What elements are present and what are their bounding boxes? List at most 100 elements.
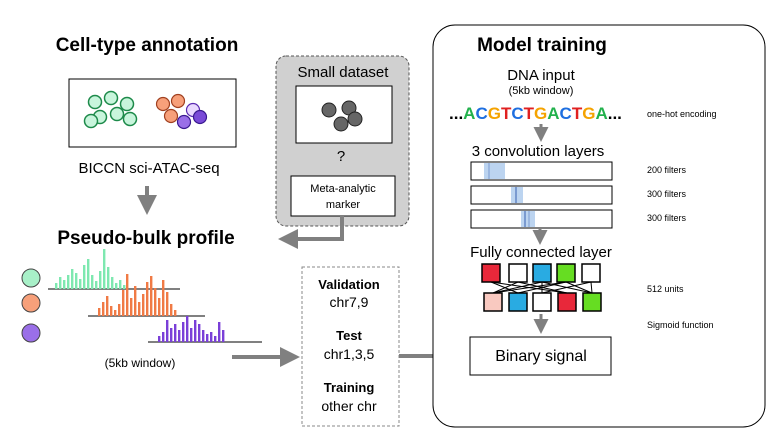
signal-bar: [114, 310, 117, 316]
signal-bar: [110, 306, 113, 316]
fc-unit-bottom: [582, 292, 602, 312]
signal-bar: [182, 322, 185, 342]
signal-bar: [154, 288, 157, 316]
fc-connection: [492, 281, 519, 294]
fc-units: [481, 263, 602, 312]
signal-bar: [194, 320, 197, 342]
fc-connections: [490, 281, 593, 294]
fc-connection: [492, 281, 543, 294]
celltype-3-dot: [21, 323, 41, 343]
fc-unit-top: [481, 263, 501, 283]
cell-clusters: [83, 90, 208, 130]
conv-layers: [470, 161, 613, 229]
small-cells: [321, 100, 363, 132]
cell: [163, 108, 179, 124]
meta-marker-line1: Meta-analytic: [310, 183, 376, 195]
pseudobulk-window-label: (5kb window): [105, 356, 176, 370]
signal-bar: [103, 249, 106, 289]
cell: [155, 96, 171, 112]
signal-bar: [138, 302, 141, 316]
fc-unit-top: [581, 263, 601, 283]
signal-bar: [210, 332, 213, 342]
pseudobulk-tracks: [48, 249, 262, 343]
signal-bar: [158, 298, 161, 316]
dna-window-label: (5kb window): [509, 85, 574, 97]
dna-input-label: DNA input: [507, 67, 575, 84]
training-value: other chr: [321, 398, 377, 414]
signal-bar: [102, 302, 105, 316]
signal-bar: [170, 304, 173, 316]
binary-signal-label: Binary signal: [495, 348, 587, 365]
signal-bar: [95, 281, 98, 289]
signal-bar: [202, 330, 205, 342]
signal-bar: [99, 271, 102, 289]
signal-bar: [134, 286, 137, 316]
signal-bar: [218, 322, 221, 342]
celltype-1-dot: [21, 268, 41, 288]
signal-bar: [190, 328, 193, 342]
signal-bar: [222, 330, 225, 342]
signal-bar: [79, 279, 82, 289]
green-cell: [109, 106, 125, 122]
signal-bar: [162, 332, 165, 342]
conv-filters-3: 300 filters: [647, 213, 687, 223]
fc-title: Fully connected layer: [470, 244, 612, 261]
validation-value: chr7,9: [330, 294, 369, 310]
signal-bar: [158, 336, 161, 342]
conv-filters-2: 300 filters: [647, 189, 687, 199]
units-label: 512 units: [647, 284, 684, 294]
signal-bar: [63, 280, 66, 289]
signal-bar: [166, 292, 169, 316]
signal-bar: [115, 283, 118, 289]
signal-bar: [130, 298, 133, 316]
binary-signal-box: [469, 336, 612, 376]
fc-unit-top: [556, 263, 576, 283]
signal-bar: [122, 290, 125, 316]
signal-bar: [119, 280, 122, 289]
fc-unit-bottom: [483, 292, 503, 312]
signal-bar: [123, 285, 126, 289]
signal-bar: [98, 308, 101, 316]
signal-bar: [170, 328, 173, 342]
test-value: chr1,3,5: [324, 346, 375, 362]
fc-connection: [517, 281, 567, 294]
signal-bar: [71, 269, 74, 289]
small-dataset-title: Small dataset: [298, 64, 390, 81]
fc-unit-bottom: [532, 292, 552, 312]
signal-bar: [111, 277, 114, 289]
validation-label: Validation: [318, 277, 379, 292]
cell: [192, 109, 208, 125]
test-label: Test: [336, 328, 362, 343]
fc-unit-top: [532, 263, 552, 283]
encoding-label: one-hot encoding: [647, 109, 717, 119]
signal-bar: [146, 282, 149, 316]
signal-bar: [174, 310, 177, 316]
fc-connection: [492, 281, 567, 294]
dataset-label: BICCN sci-ATAC-seq: [78, 160, 219, 177]
data-split-box: [301, 266, 400, 427]
meta-marker-box: [290, 175, 396, 217]
arrow-small-to-pseudobulk: [278, 216, 344, 249]
signal-bar: [75, 273, 78, 289]
signal-bar: [166, 320, 169, 342]
signal-bar: [107, 267, 110, 289]
signal-bar: [150, 276, 153, 316]
green-cell: [103, 90, 119, 106]
annotation-title: Cell-type annotation: [56, 35, 239, 56]
signal-bar: [91, 275, 94, 289]
signal-bar: [126, 274, 129, 316]
activation-label: Sigmoid function: [647, 320, 714, 330]
signal-bar: [55, 283, 58, 289]
fc-connection: [565, 281, 593, 294]
signal-bar: [106, 296, 109, 316]
celltype-2-dot: [21, 293, 41, 313]
signal-bar: [162, 280, 165, 316]
green-cell: [119, 96, 135, 112]
green-cell: [83, 113, 99, 129]
training-label: Training: [324, 380, 375, 395]
signal-bar: [67, 275, 70, 289]
cell: [176, 114, 192, 130]
conv-title: 3 convolution layers: [472, 143, 605, 160]
signal-bar: [206, 334, 209, 342]
